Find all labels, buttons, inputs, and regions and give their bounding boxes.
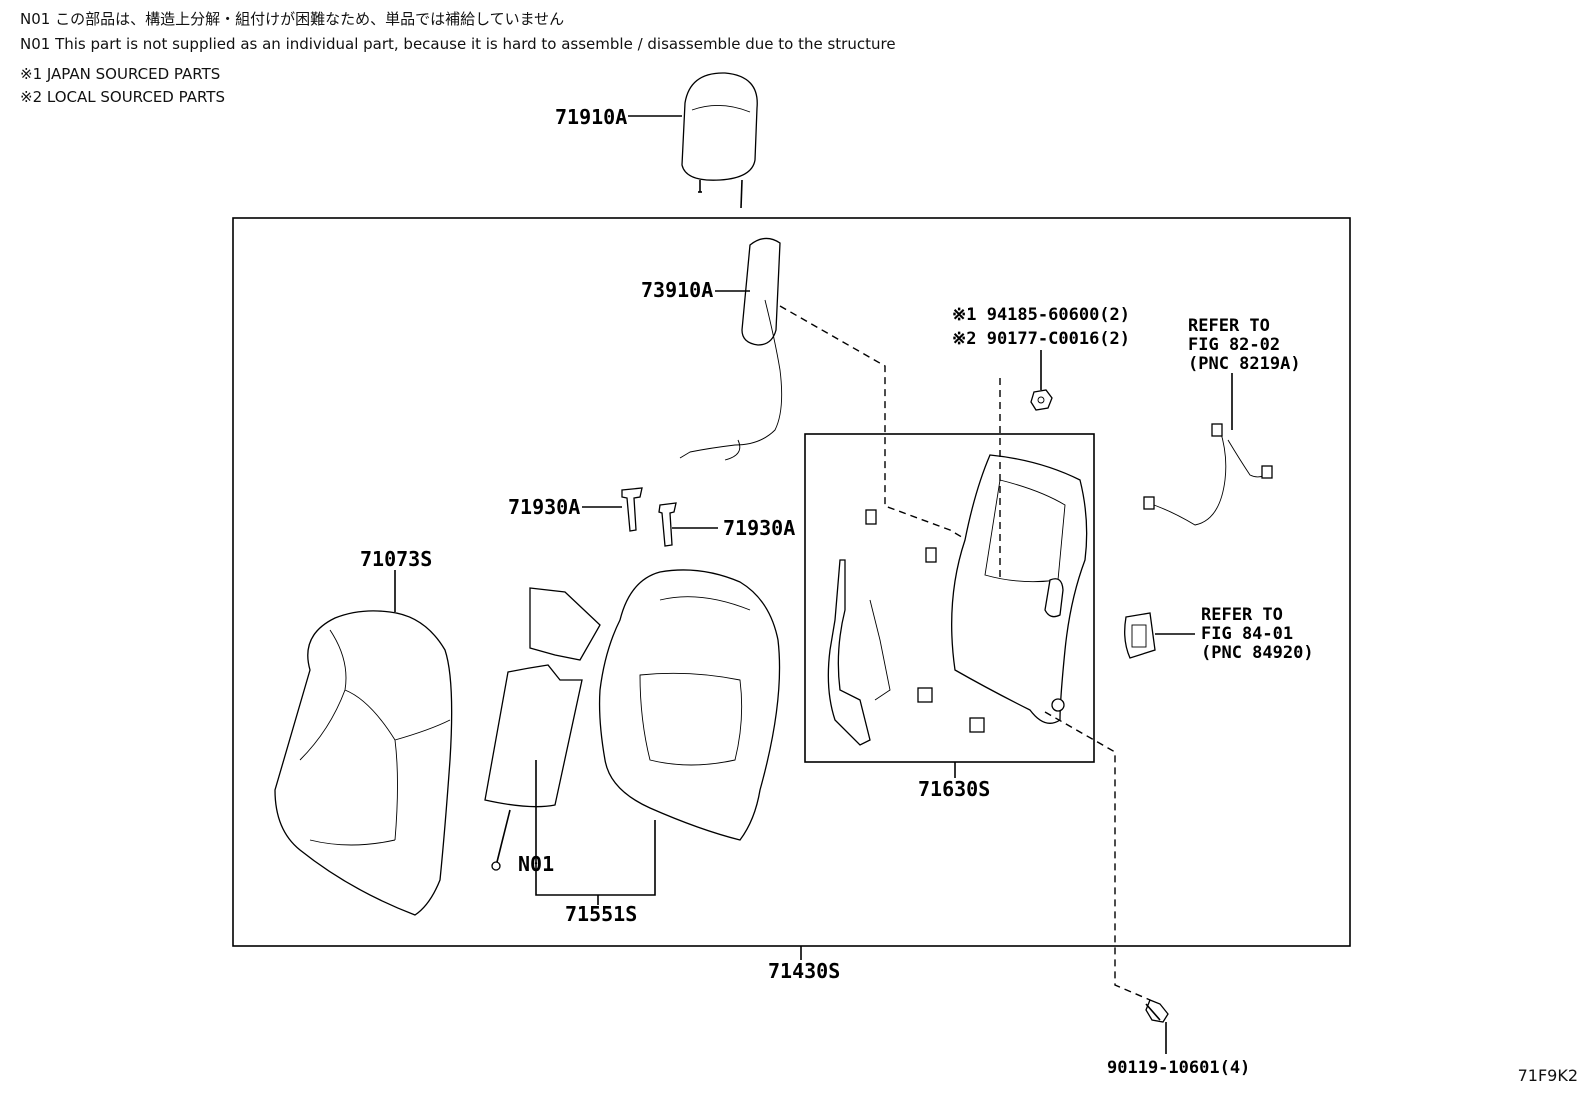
label-n01: N01 xyxy=(518,852,554,876)
note-n01-english: N01 This part is not supplied as an indi… xyxy=(20,35,896,53)
headrest-icon[interactable] xyxy=(681,72,758,209)
label-nut-japan: ※1 94185-60600(2) xyxy=(952,305,1130,325)
headrest-guide-icon[interactable] xyxy=(621,487,677,547)
label-refer-to-1: REFER TO xyxy=(1188,316,1270,336)
seat-cover-icon[interactable] xyxy=(274,610,453,916)
note-n01-japanese: N01 この部品は、構造上分解・組付けが困難なため、単品では補給していません xyxy=(20,10,565,28)
label-pnc-84920: (PNC 84920) xyxy=(1201,643,1314,663)
label-73910a: 73910A xyxy=(641,278,713,302)
bolt-icon[interactable] xyxy=(1145,999,1169,1023)
seat-heater-icon[interactable] xyxy=(679,237,783,461)
label-nut-local: ※2 90177-C0016(2) xyxy=(952,329,1130,349)
label-71630s: 71630S xyxy=(918,777,990,801)
label-bolt: 90119-10601(4) xyxy=(1107,1058,1250,1078)
label-71930a-left: 71930A xyxy=(508,495,580,519)
nut-icon[interactable] xyxy=(1030,389,1053,411)
label-71073s: 71073S xyxy=(360,547,432,571)
seatback-frame-icon[interactable] xyxy=(827,454,1088,746)
label-71430s: 71430S xyxy=(768,959,840,983)
note-japan-sourced: ※1 JAPAN SOURCED PARTS xyxy=(20,65,221,83)
label-71910a: 71910A xyxy=(555,105,627,129)
label-fig-84-01: FIG 84-01 xyxy=(1201,624,1293,644)
figure-code: 71F9K2 xyxy=(1517,1066,1578,1085)
seat-pad-icon[interactable] xyxy=(484,569,781,871)
label-pnc-8219a: (PNC 8219A) xyxy=(1188,354,1301,374)
label-71930a-right: 71930A xyxy=(723,516,795,540)
label-refer-to-2: REFER TO xyxy=(1201,605,1283,625)
assembly-box xyxy=(232,217,1351,947)
frame-box xyxy=(804,433,1095,763)
label-71551s: 71551S xyxy=(565,902,637,926)
switch-icon[interactable] xyxy=(1124,612,1156,659)
note-local-sourced: ※2 LOCAL SOURCED PARTS xyxy=(20,88,225,106)
wire-harness-icon[interactable] xyxy=(1143,423,1273,526)
label-fig-82-02: FIG 82-02 xyxy=(1188,335,1280,355)
